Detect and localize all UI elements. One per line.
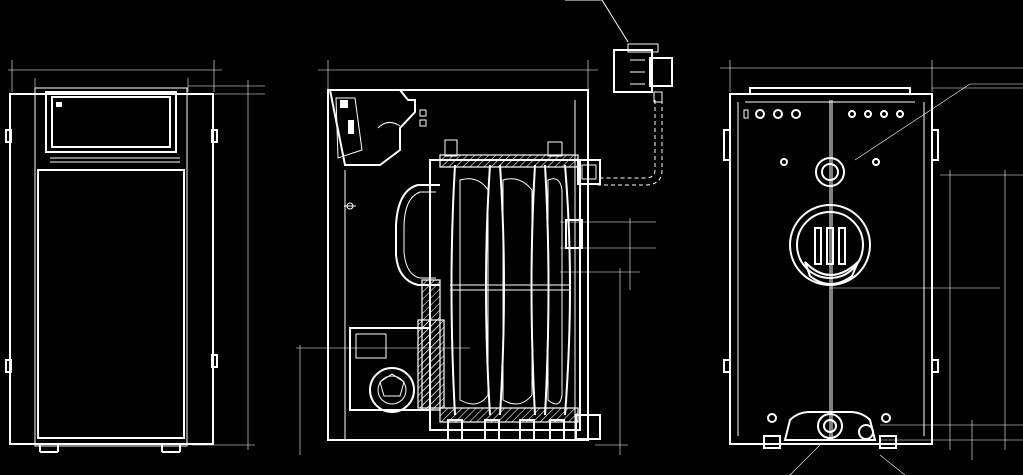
front-view xyxy=(5,60,265,453)
circulation-pump xyxy=(565,0,673,186)
control-box xyxy=(328,89,416,166)
section-view xyxy=(296,0,673,455)
control-panel-display xyxy=(51,96,171,148)
flow-connection xyxy=(815,157,845,187)
rear-view xyxy=(720,60,1023,475)
rear-dimension-lines xyxy=(720,60,1023,475)
front-casing xyxy=(5,87,218,453)
burner-fan xyxy=(369,367,415,413)
rear-opening xyxy=(755,109,765,119)
burner xyxy=(349,319,445,413)
hinge xyxy=(5,359,12,373)
hinge xyxy=(211,354,218,368)
control-panel xyxy=(45,91,177,153)
return-connection xyxy=(783,411,877,441)
hinge xyxy=(5,129,12,143)
rear-casing xyxy=(723,87,939,449)
hinge xyxy=(211,129,218,143)
